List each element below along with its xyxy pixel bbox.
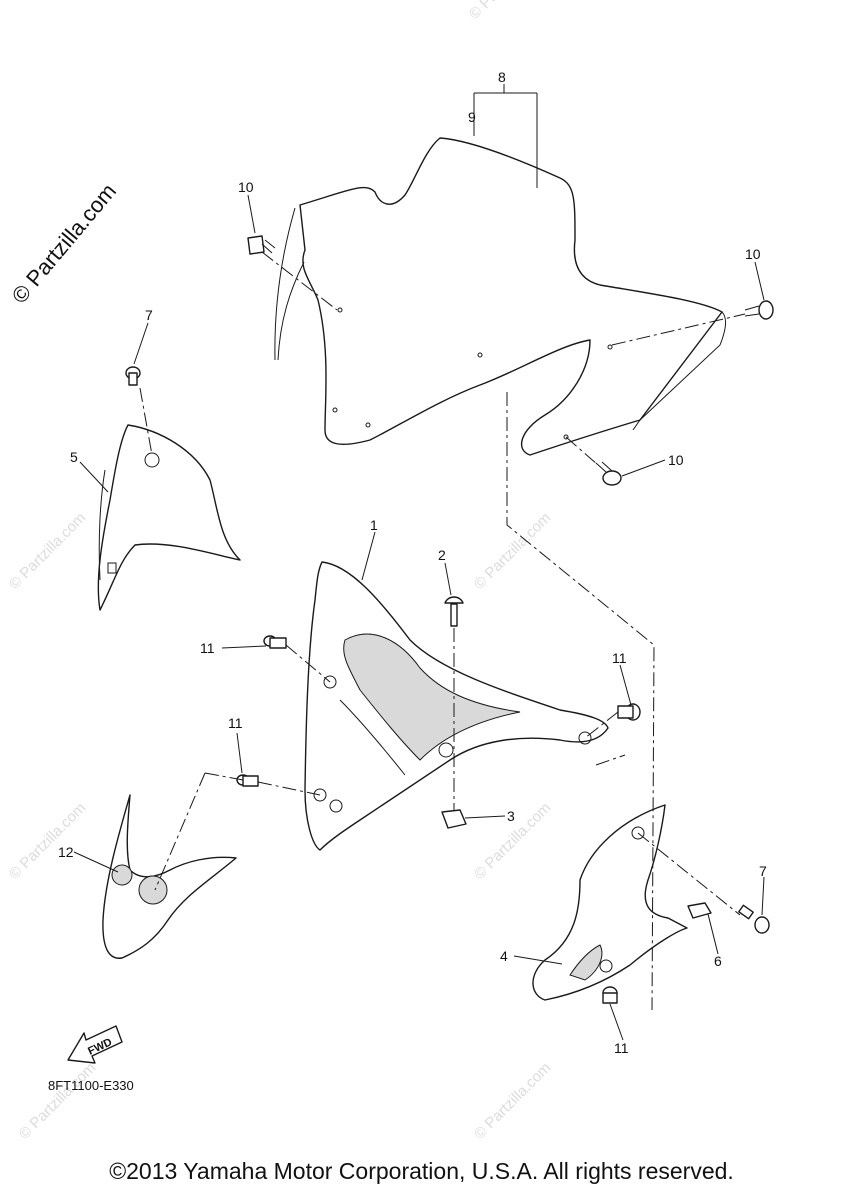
leader-lines	[73, 84, 765, 1041]
callout-2: 2	[438, 547, 446, 563]
windshield	[274, 137, 727, 456]
watermark: © Partzilla.com	[471, 509, 554, 592]
callout-10: 10	[745, 246, 761, 262]
callout-9: 9	[468, 109, 476, 125]
callout-12: 12	[58, 844, 74, 860]
callout-8: 8	[498, 69, 506, 85]
callout-11: 11	[228, 715, 243, 731]
callout-10: 10	[668, 452, 684, 468]
watermark: © Partzilla.com	[466, 0, 549, 23]
mount-hole	[332, 407, 338, 413]
callout-7: 7	[145, 307, 153, 323]
mount-hole	[313, 788, 327, 802]
watermark: © Partzilla.com	[6, 509, 89, 592]
mount-hole	[144, 452, 160, 468]
callout-11: 11	[612, 650, 627, 666]
bolt-10-left	[247, 235, 276, 255]
callout-4: 4	[500, 948, 508, 964]
collar-11-a	[263, 635, 287, 649]
panel-12	[102, 794, 237, 959]
collar-11-c	[236, 774, 259, 787]
callout-3: 3	[507, 808, 515, 824]
callout-6: 6	[714, 953, 722, 969]
diagram-code: 8FT1100-E330	[48, 1078, 134, 1093]
mount-hole	[337, 307, 343, 313]
clip-6	[687, 902, 712, 919]
alignment-lines	[139, 251, 746, 1011]
mount-hole	[563, 434, 569, 440]
collar-11-d	[602, 986, 618, 1004]
screw-2	[444, 596, 464, 627]
mount-hole	[607, 344, 613, 350]
callout-7: 7	[759, 863, 767, 879]
bolt-7-right	[738, 904, 770, 934]
bolt-7-left	[125, 366, 141, 386]
watermark-main: © Partzilla.com	[7, 179, 121, 309]
fwd-arrow-icon: FWD	[67, 1025, 123, 1064]
callout-11: 11	[614, 1040, 629, 1056]
nut-3	[441, 809, 467, 829]
panel-4	[532, 804, 688, 1001]
watermark: © Partzilla.com	[6, 799, 89, 882]
cowling-1	[304, 561, 609, 851]
mount-hole	[477, 352, 483, 358]
copyright-notice: ©2013 Yamaha Motor Corporation, U.S.A. A…	[109, 1158, 734, 1184]
watermark: © Partzilla.com	[16, 1059, 99, 1142]
bolt-10-lower	[595, 461, 622, 486]
mount-hole	[365, 422, 371, 428]
mount-hole	[631, 826, 645, 840]
callout-11: 11	[200, 640, 215, 656]
mount-hole	[329, 799, 343, 813]
mount-hole	[438, 742, 454, 758]
panel-5	[97, 424, 241, 611]
collar-11-b	[617, 703, 641, 721]
watermark: © Partzilla.com	[471, 1059, 554, 1142]
callout-5: 5	[70, 449, 78, 465]
callout-10: 10	[238, 179, 254, 195]
bolt-10-right	[744, 300, 774, 320]
mount-hole	[578, 731, 592, 745]
mount-hole	[599, 959, 613, 973]
callout-1: 1	[370, 517, 378, 533]
mount-hole	[323, 675, 337, 689]
